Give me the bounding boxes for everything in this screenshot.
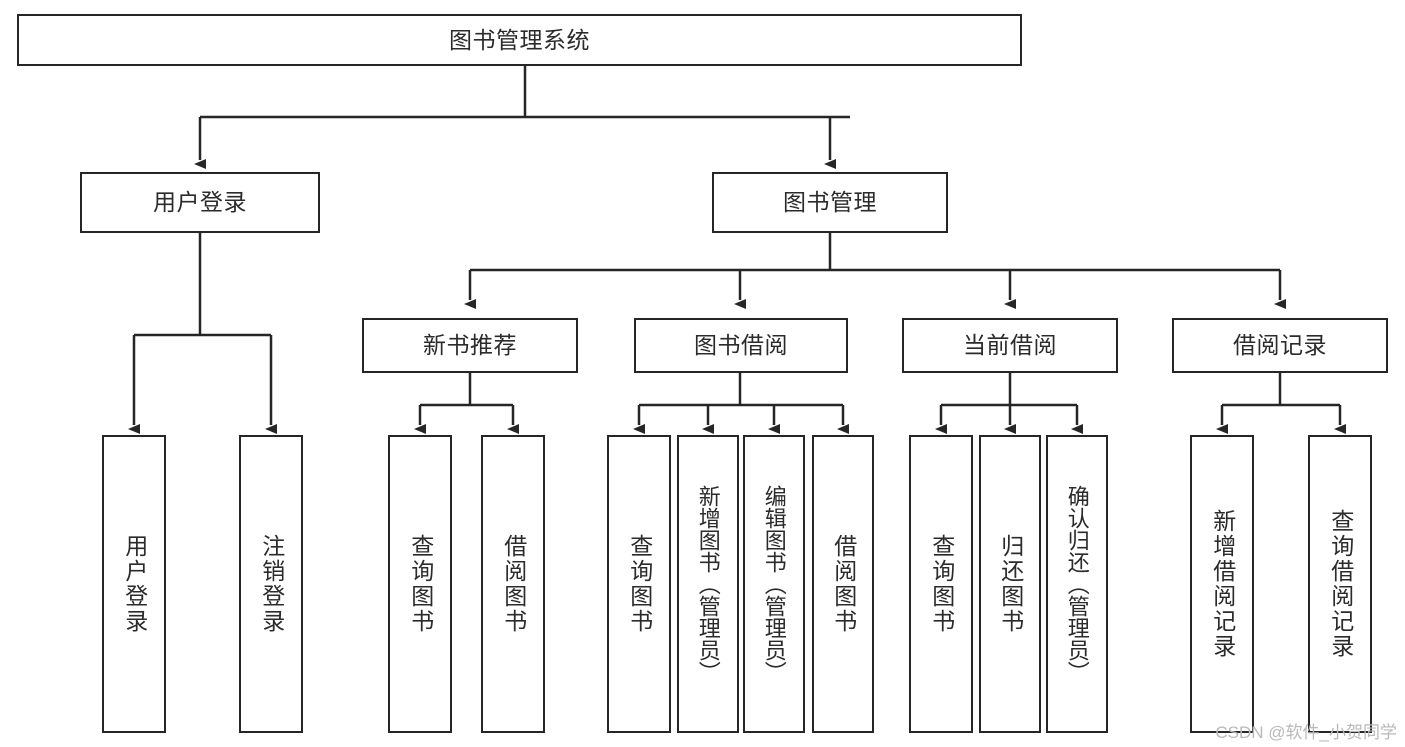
node-user-login-label: 用户登录 bbox=[153, 189, 247, 216]
node-current-borrow[interactable]: 当前借阅 bbox=[902, 318, 1118, 373]
node-leaf-logout-label: 注销登录 bbox=[258, 534, 285, 634]
node-leaf-query-book-recommend[interactable]: 查询图书 bbox=[388, 435, 452, 733]
node-current-borrow-label: 当前借阅 bbox=[963, 332, 1057, 359]
node-leaf-query-book-current-label: 查询图书 bbox=[928, 534, 955, 634]
node-user-login[interactable]: 用户登录 bbox=[80, 172, 320, 233]
node-leaf-borrow-book-label: 借阅图书 bbox=[830, 534, 857, 634]
node-leaf-add-book-admin-label: 新增图书（管理员） bbox=[695, 485, 721, 683]
node-leaf-borrow-book-recommend[interactable]: 借阅图书 bbox=[481, 435, 545, 733]
node-leaf-query-book-recommend-label: 查询图书 bbox=[407, 534, 434, 634]
node-leaf-user-login-label: 用户登录 bbox=[121, 534, 148, 634]
node-leaf-query-book-borrow[interactable]: 查询图书 bbox=[607, 435, 671, 733]
node-leaf-confirm-return-admin[interactable]: 确认归还（管理员） bbox=[1046, 435, 1108, 733]
node-leaf-add-borrow-record-label: 新增借阅记录 bbox=[1209, 509, 1236, 659]
node-new-book-recommend[interactable]: 新书推荐 bbox=[362, 318, 578, 373]
node-leaf-logout[interactable]: 注销登录 bbox=[239, 435, 303, 733]
node-leaf-query-book-borrow-label: 查询图书 bbox=[626, 534, 653, 634]
node-new-book-recommend-label: 新书推荐 bbox=[423, 332, 517, 359]
node-leaf-return-book[interactable]: 归还图书 bbox=[979, 435, 1041, 733]
node-leaf-add-borrow-record[interactable]: 新增借阅记录 bbox=[1190, 435, 1254, 733]
node-borrow-record-label: 借阅记录 bbox=[1233, 332, 1327, 359]
node-book-manage-label: 图书管理 bbox=[783, 189, 877, 216]
node-leaf-edit-book-admin-label: 编辑图书（管理员） bbox=[761, 485, 787, 683]
csdn-watermark: CSDN @软件_小贺同学 bbox=[1215, 723, 1397, 742]
node-borrow-record[interactable]: 借阅记录 bbox=[1172, 318, 1388, 373]
node-leaf-user-login[interactable]: 用户登录 bbox=[102, 435, 166, 733]
node-leaf-query-book-current[interactable]: 查询图书 bbox=[909, 435, 973, 733]
node-leaf-return-book-label: 归还图书 bbox=[997, 534, 1024, 634]
node-leaf-query-borrow-record[interactable]: 查询借阅记录 bbox=[1308, 435, 1372, 733]
node-leaf-borrow-book-recommend-label: 借阅图书 bbox=[500, 534, 527, 634]
node-root[interactable]: 图书管理系统 bbox=[17, 14, 1022, 66]
node-root-label: 图书管理系统 bbox=[449, 26, 590, 53]
node-book-borrow-label: 图书借阅 bbox=[694, 332, 788, 359]
node-leaf-add-book-admin[interactable]: 新增图书（管理员） bbox=[677, 435, 739, 733]
node-leaf-query-borrow-record-label: 查询借阅记录 bbox=[1327, 509, 1354, 659]
node-book-borrow[interactable]: 图书借阅 bbox=[634, 318, 848, 373]
node-book-manage[interactable]: 图书管理 bbox=[712, 172, 948, 233]
node-leaf-borrow-book[interactable]: 借阅图书 bbox=[812, 435, 874, 733]
node-leaf-confirm-return-admin-label: 确认归还（管理员） bbox=[1064, 485, 1090, 683]
node-leaf-edit-book-admin[interactable]: 编辑图书（管理员） bbox=[743, 435, 805, 733]
